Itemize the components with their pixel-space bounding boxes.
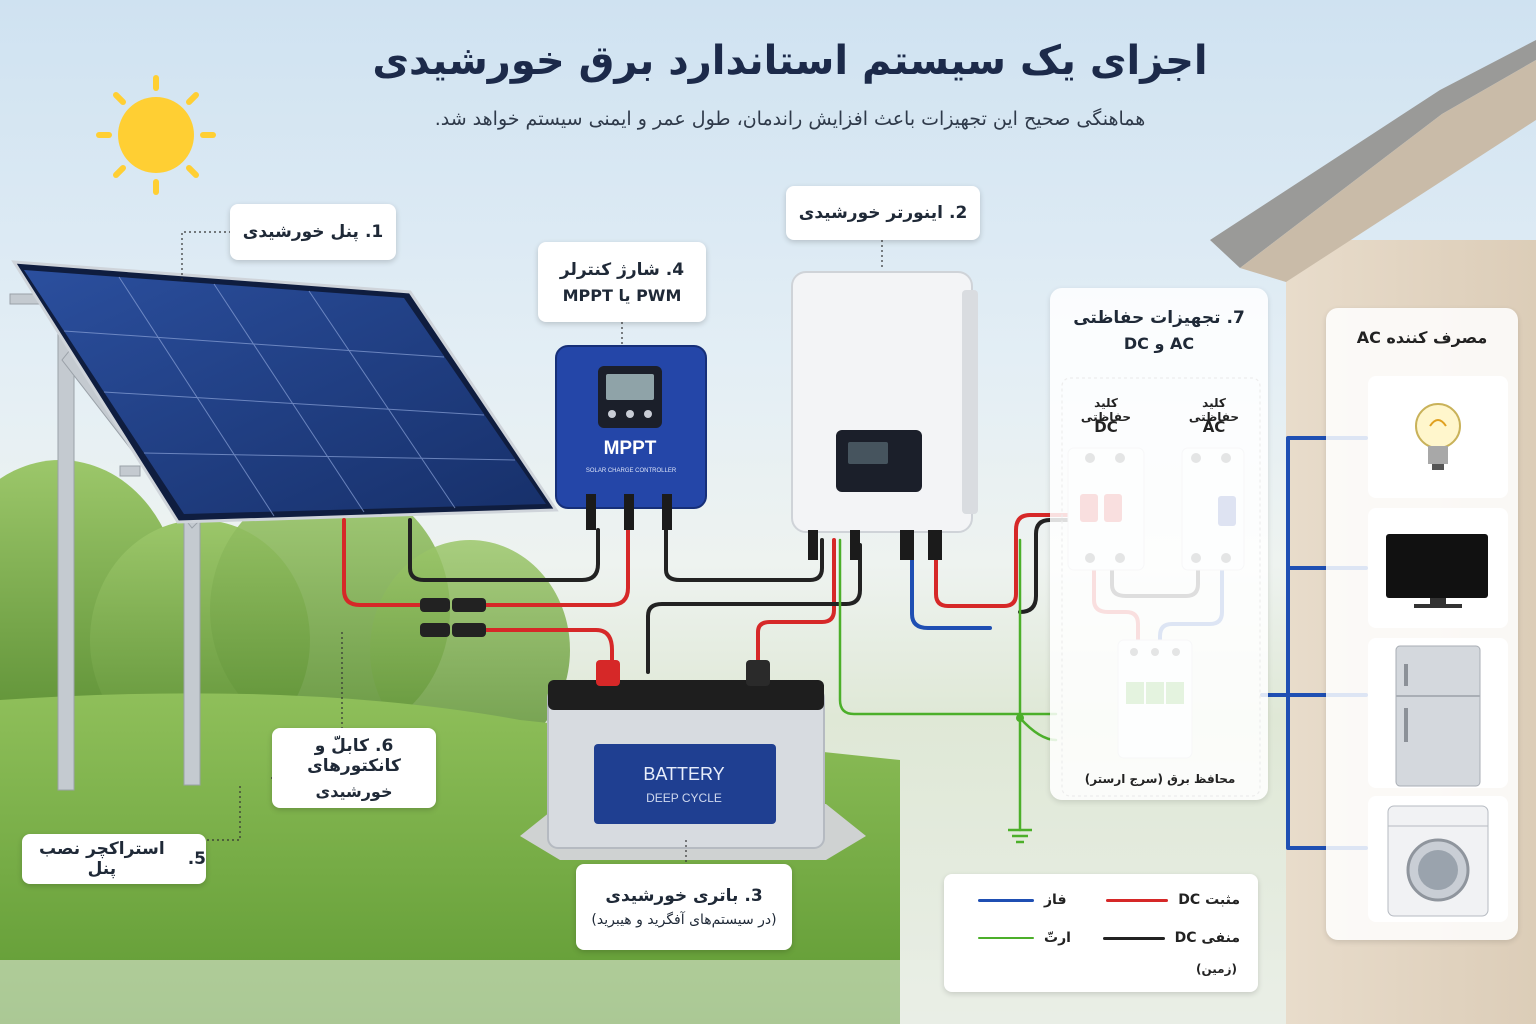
surge-arrester-label: محافظ برق (سرج ارستر)	[1084, 772, 1236, 786]
wire-dc-negative	[646, 543, 862, 674]
controller-caption: SOLAR CHARGE CONTROLLER	[586, 468, 677, 474]
legend-label: منفی DC	[1174, 930, 1240, 946]
dc-breaker-title: کلید حفاظتی	[1080, 396, 1132, 424]
callout-number: 5.	[187, 849, 206, 869]
dc-breaker-type: DC	[1094, 418, 1118, 436]
callout-number: 2.	[948, 203, 968, 223]
callout-label: تجهیزات حفاظتی	[1073, 307, 1221, 328]
callout-number: 6.	[375, 735, 394, 756]
legend-swatch	[1106, 898, 1169, 902]
charge-controller-device	[555, 345, 707, 530]
page-title: اجزای یک سیستم استاندارد برق خورشیدی	[372, 38, 1208, 84]
callout-label: کابلّ و کانکتورهای	[307, 735, 401, 776]
callout-number: 3.	[744, 886, 763, 906]
callout-label: استراکچر نصب پنل	[39, 839, 165, 879]
callout-inverter: 2. اینورتر خورشیدی	[786, 186, 980, 240]
callout-label: باتری خورشیدی	[605, 886, 739, 906]
callout-sublabel: (در سیستم‌های آفگرید و هیبرید)	[591, 912, 777, 928]
washing-machine-icon	[1387, 805, 1489, 917]
consumer-card-bulb	[1368, 376, 1508, 498]
legend-swatch	[1102, 936, 1165, 940]
callout-label: شارژ کنترلر	[559, 259, 660, 280]
battery-sub-label: DEEP CYCLE	[646, 791, 722, 805]
callout-sublabel: AC و DC	[1123, 333, 1195, 353]
ground-symbol-icon	[1008, 828, 1032, 844]
callout-label: پنل خورشیدی	[242, 222, 359, 242]
callout-charge-controller: 4.شارژ کنترلر MPPT یا PWM	[538, 242, 706, 322]
ac-breaker-type: AC	[1202, 418, 1226, 436]
sun-icon	[96, 75, 216, 195]
wire-dc-positive	[483, 528, 630, 607]
lightbulb-icon	[1415, 403, 1461, 470]
battery-device	[520, 660, 866, 860]
legend-earth-sub: (زمین)	[1196, 962, 1238, 976]
wire-phase	[910, 558, 992, 630]
wire-dc-positive	[756, 538, 836, 690]
callout-sublabel: MPPT یا PWM	[562, 285, 682, 305]
callout-protection: 7.تجهیزات حفاظتی AC و DC	[1060, 294, 1258, 366]
ac-breaker-title: کلید حفاظتی	[1188, 396, 1240, 424]
wire-dc-negative	[664, 528, 824, 582]
callout-number: 1.	[364, 222, 384, 242]
controller-brand: MPPT	[604, 438, 657, 459]
wire-dc-positive	[483, 628, 614, 687]
callout-mounting-structure: 5. استراکچر نصب پنل	[22, 834, 206, 884]
legend-item-earth: ارتّ	[978, 930, 1071, 946]
legend-item-phase: فاز	[978, 892, 1066, 908]
legend-label: ارتّ	[1044, 930, 1071, 946]
consumer-card-fridge	[1368, 638, 1508, 788]
legend-swatch	[978, 898, 1034, 902]
legend-item-dc-negative: منفی DC	[1102, 930, 1240, 946]
legend-swatch	[978, 937, 1034, 939]
callout-number: 7.	[1226, 307, 1245, 328]
wire-dc-positive	[934, 513, 1088, 608]
fridge-icon	[1395, 645, 1481, 787]
legend-label: فاز	[1044, 892, 1067, 908]
wire-dc-negative	[408, 518, 600, 582]
callout-battery: 3.باتری خورشیدی (در سیستم‌های آفگرید و ه…	[576, 864, 792, 950]
consumer-card-washer	[1368, 796, 1508, 922]
inverter-device	[791, 271, 978, 560]
callout-label: اینورتر خورشیدی	[798, 203, 943, 223]
consumers-title: مصرف کننده AC	[1356, 328, 1488, 347]
callout-sublabel: خورشیدی	[315, 781, 393, 801]
wire-dc-negative	[1018, 518, 1088, 614]
wire-legend: مثبت DC منفی DC فاز ارتّ (زمین)	[944, 874, 1258, 992]
wire-earth	[838, 538, 1058, 716]
battery-label: BATTERY	[643, 764, 724, 784]
page-subtitle: هماهنگی صحیح این تجهیزات باعث افزایش ران…	[434, 108, 1146, 130]
legend-item-dc-positive: مثبت DC	[1106, 892, 1240, 908]
solar-panel-illustration	[11, 260, 559, 524]
consumer-card-tv	[1368, 508, 1508, 628]
wire-dc-positive	[342, 518, 422, 607]
callout-solar-panel: 1. پنل خورشیدی	[230, 204, 396, 260]
callout-number: 4.	[665, 259, 685, 280]
mc4-connectors	[420, 598, 486, 637]
tv-icon	[1386, 534, 1488, 608]
callout-cables-connectors: 6.کابلّ و کانکتورهای خورشیدی	[272, 728, 436, 808]
protection-panel	[1050, 288, 1268, 800]
legend-label: مثبت DC	[1178, 892, 1240, 908]
